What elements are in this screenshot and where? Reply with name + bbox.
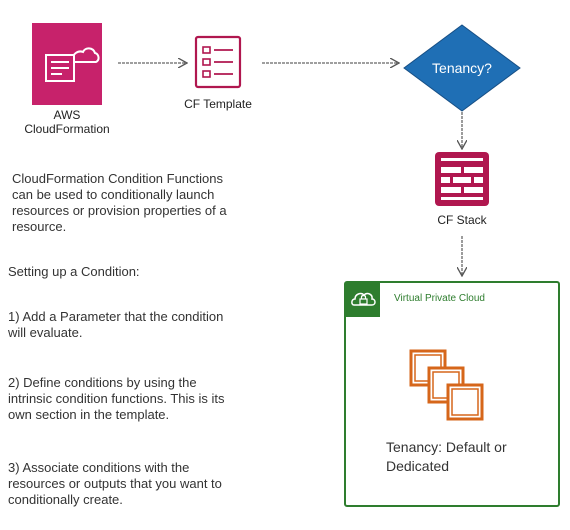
cloud-lock-icon — [346, 283, 380, 317]
step-1-text: 1) Add a Parameter that the condition wi… — [8, 309, 224, 340]
tenancy-decision-label: Tenancy? — [432, 60, 492, 76]
cloudformation-icon — [32, 23, 102, 105]
tenancy-result-text: Tenancy: Default or Dedicated — [386, 439, 507, 474]
intro-text: CloudFormation Condition Functions can b… — [12, 171, 227, 234]
stack-icon — [435, 152, 489, 206]
instances-icon — [408, 349, 498, 429]
vpc-group: Virtual Private Cloud Tenancy: Default o… — [344, 281, 560, 507]
template-document-icon — [194, 35, 242, 89]
setup-heading: Setting up a Condition: — [8, 264, 140, 279]
vpc-title: Virtual Private Cloud — [394, 293, 485, 304]
step-2-text: 2) Define conditions by using the intrin… — [8, 375, 225, 422]
cf-template-label: CF Template — [184, 97, 252, 111]
cloudformation-label: AWS CloudFormation — [24, 108, 110, 136]
tenancy-decision-diamond — [403, 24, 521, 112]
step-3-text: 3) Associate conditions with the resourc… — [8, 460, 222, 507]
cf-stack-label: CF Stack — [437, 213, 487, 227]
